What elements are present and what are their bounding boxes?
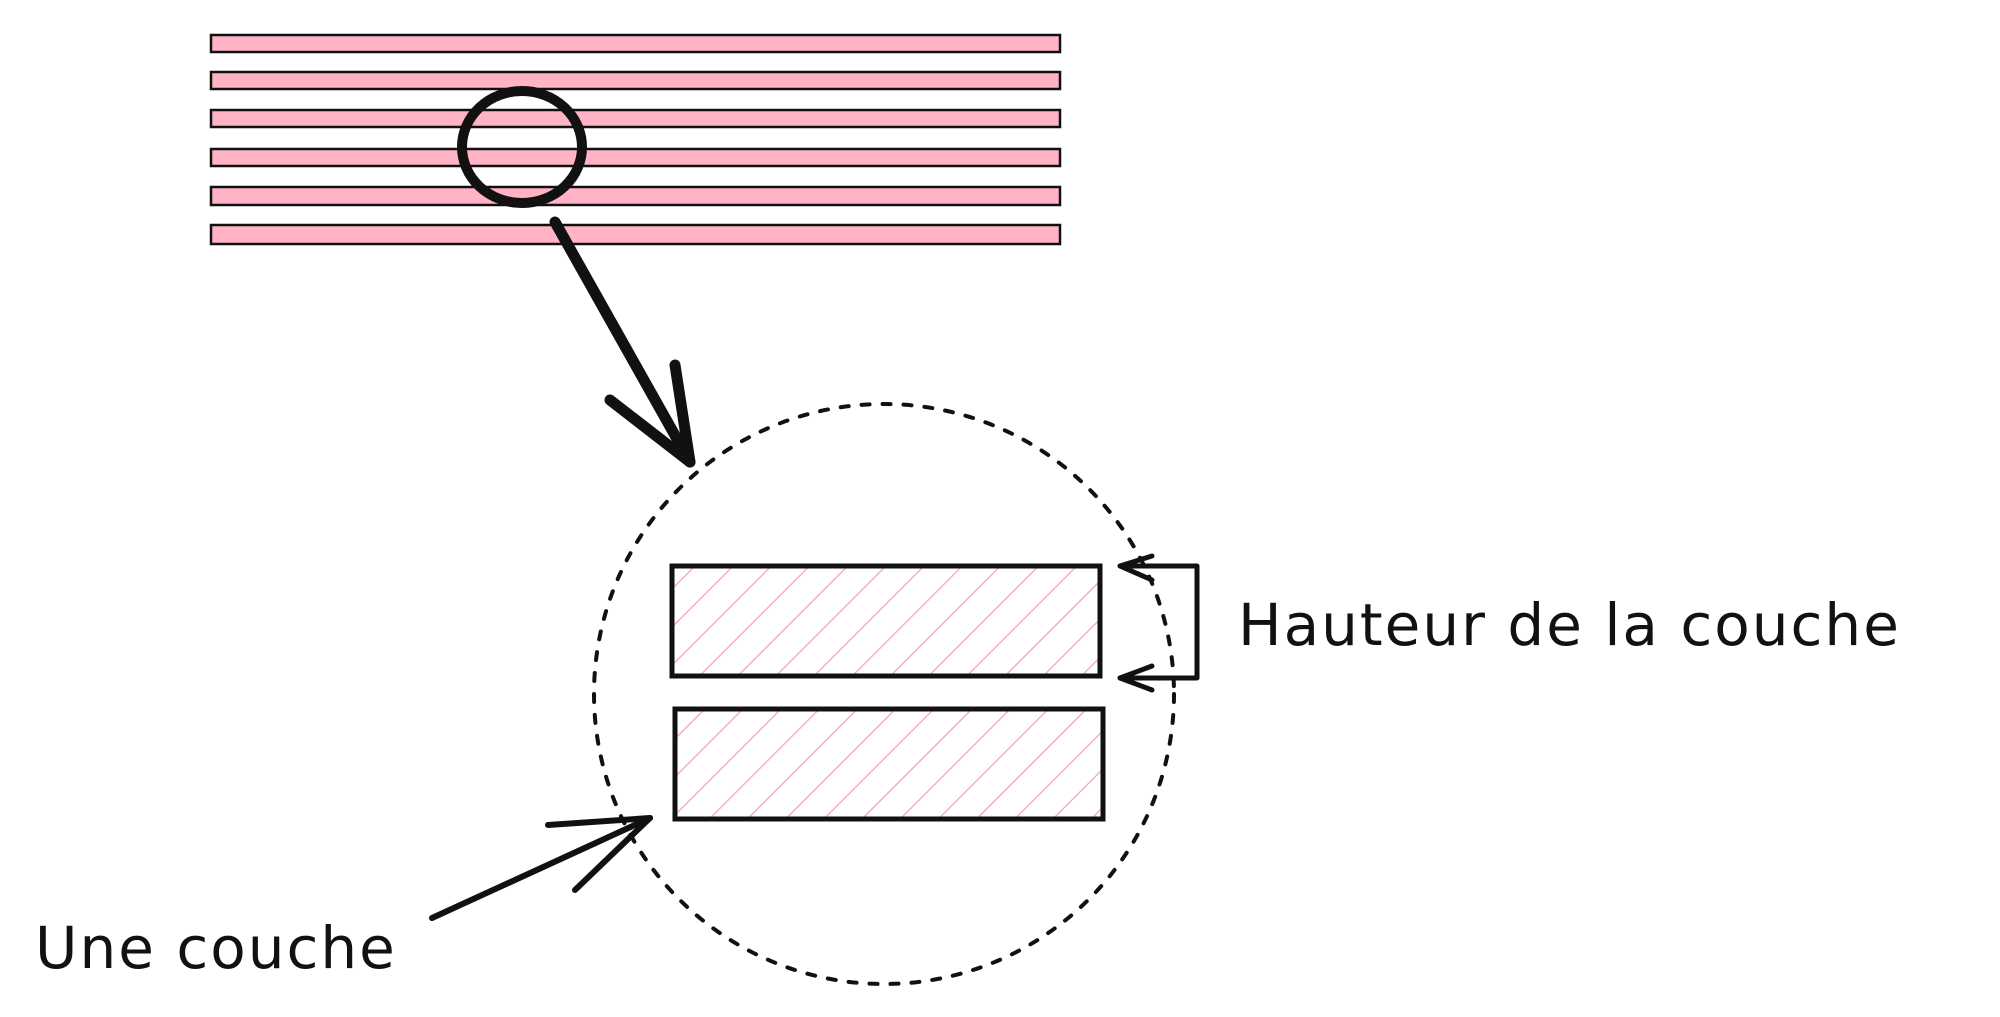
zoom-layer-top	[669, 563, 1103, 679]
zoom-layer-bottom	[672, 706, 1106, 822]
layer-pointer-arrow	[429, 815, 653, 921]
zoomed-layers	[669, 563, 1106, 822]
zoom-arrow	[549, 216, 696, 468]
one-layer-label: Une couche	[35, 914, 397, 982]
stack-layer-6	[209, 223, 1062, 246]
stack-layer-4	[209, 147, 1062, 168]
stack-layer-3	[209, 108, 1062, 129]
stack-layer-5	[209, 185, 1062, 207]
layer-height-label: Hauteur de la couche	[1238, 591, 1901, 659]
layer-stack	[209, 33, 1062, 246]
stack-layer-1	[209, 33, 1062, 54]
magnifier-circle	[457, 86, 587, 208]
height-bracket	[1117, 553, 1200, 693]
stack-layer-2	[209, 70, 1062, 91]
zoom-circle	[592, 402, 1176, 986]
